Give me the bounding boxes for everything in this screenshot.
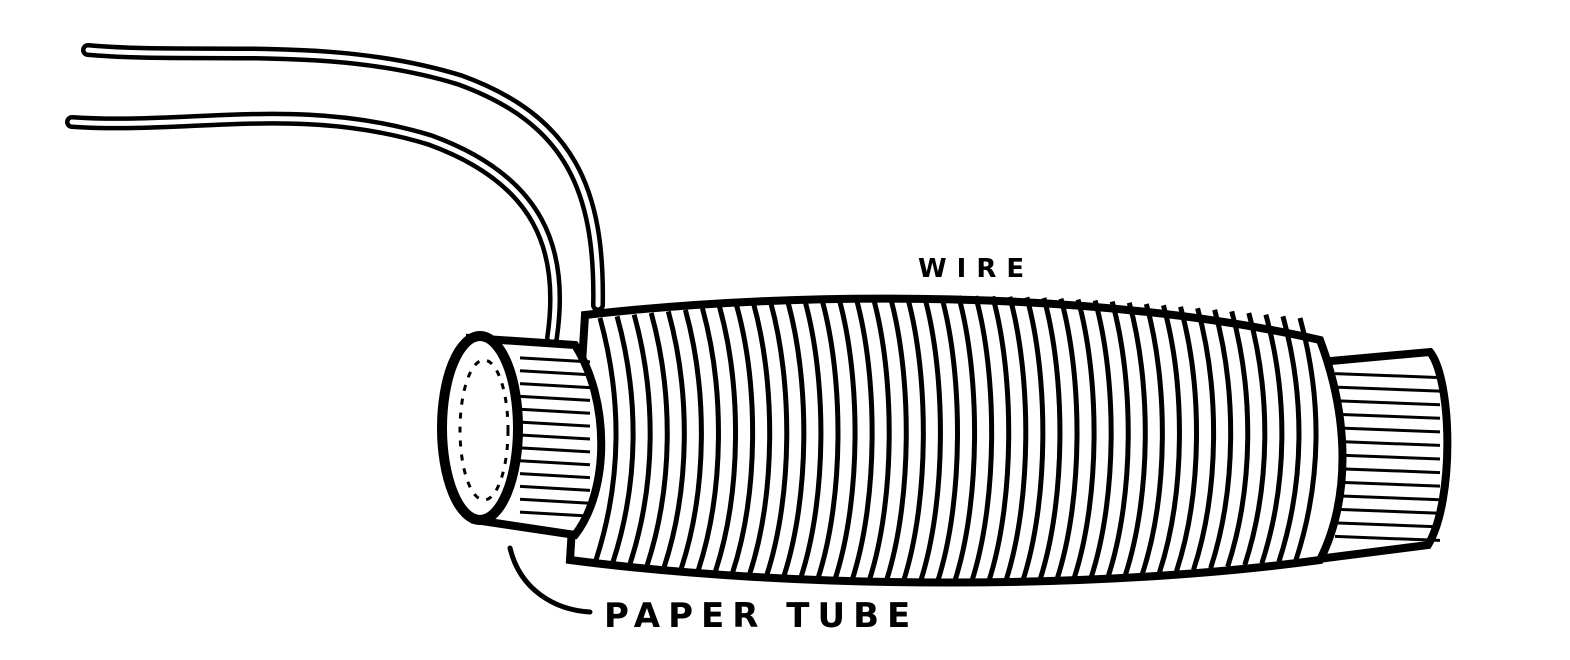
tube-ridge xyxy=(519,497,591,505)
wire-turn xyxy=(1157,304,1182,574)
wire-turn xyxy=(849,297,875,581)
tube-ridge xyxy=(519,433,591,441)
tube-ridge xyxy=(519,356,591,364)
wire-turn xyxy=(798,299,824,579)
wire-turn xyxy=(713,306,739,573)
wire-turn xyxy=(610,315,636,563)
tube-ridge xyxy=(519,369,591,377)
tube-ridge xyxy=(1334,439,1441,447)
wire-turn xyxy=(661,310,687,568)
tube-ridge xyxy=(519,420,591,428)
wire-turn xyxy=(815,298,841,580)
wire-turn xyxy=(1276,315,1302,563)
tube-ridge xyxy=(1334,372,1441,380)
wire-turn xyxy=(1225,310,1251,568)
tube-ridge xyxy=(1334,521,1441,529)
wire-turn xyxy=(832,298,858,581)
tube-ridge xyxy=(1334,426,1441,434)
wire-turn xyxy=(969,295,995,583)
tube-ridge xyxy=(1334,385,1441,393)
wire-turn xyxy=(781,300,807,578)
tube-ridge xyxy=(1334,534,1441,542)
tube-right-end xyxy=(1305,347,1452,565)
wire-turn xyxy=(1003,296,1029,582)
tube-ridge xyxy=(519,446,591,454)
wire-turn xyxy=(764,302,790,577)
wire-turn xyxy=(627,313,653,565)
tube-ridge xyxy=(519,459,591,467)
wire-turn xyxy=(1054,298,1080,581)
lead-wire-upper xyxy=(81,43,606,312)
tube-ridge xyxy=(519,510,591,518)
wire-turn xyxy=(593,317,619,561)
tube-opening xyxy=(437,331,523,525)
wire-turn xyxy=(866,296,892,582)
wire-turn xyxy=(1191,307,1217,571)
tube-ridge xyxy=(1334,494,1441,502)
lead-wire-lower xyxy=(65,111,563,345)
wire-turn xyxy=(883,296,909,582)
tube-ridge xyxy=(519,382,591,390)
tube-ridge xyxy=(1334,507,1441,515)
wire-turn xyxy=(1071,298,1097,580)
wire-turn xyxy=(1020,296,1046,582)
tube-ridge xyxy=(519,407,591,415)
tube-ridge xyxy=(1334,453,1441,461)
tube-ridge xyxy=(1334,480,1441,488)
wire-turn xyxy=(1259,313,1285,565)
paper-tube-label: PAPER TUBE xyxy=(604,596,919,636)
wire-turn xyxy=(1105,300,1131,578)
wire-turn xyxy=(1122,302,1148,577)
tube-ridge xyxy=(519,472,591,480)
tube-ridge xyxy=(1334,412,1441,420)
wire-turn xyxy=(730,304,756,574)
wire-turn xyxy=(952,295,978,583)
tube-ridge xyxy=(519,484,591,492)
wire-turn xyxy=(918,295,943,583)
lead-wires xyxy=(65,43,606,345)
wire-turn xyxy=(644,312,670,566)
wire-turn xyxy=(696,307,721,571)
wire-turn xyxy=(935,295,960,583)
wire-turn xyxy=(986,295,1012,583)
wire-turn xyxy=(747,303,773,575)
wire-winding xyxy=(565,294,1347,587)
wire-turn xyxy=(1088,299,1114,579)
wire-turn xyxy=(1174,306,1200,573)
tube-ridge xyxy=(519,394,591,402)
wire-turn xyxy=(1293,317,1319,561)
tube-ridge xyxy=(1334,399,1441,407)
wire-turn xyxy=(678,309,704,569)
wire-label: WIRE xyxy=(918,254,1035,284)
tube-ridge xyxy=(1334,467,1441,475)
wire-turn xyxy=(1208,309,1234,569)
wire-turn xyxy=(1242,312,1268,566)
wire-turn xyxy=(900,295,926,583)
wire-turn xyxy=(1139,303,1165,575)
wire-turn xyxy=(1037,297,1063,581)
paper-tube-pointer xyxy=(507,545,593,615)
paper-tube xyxy=(437,331,606,540)
